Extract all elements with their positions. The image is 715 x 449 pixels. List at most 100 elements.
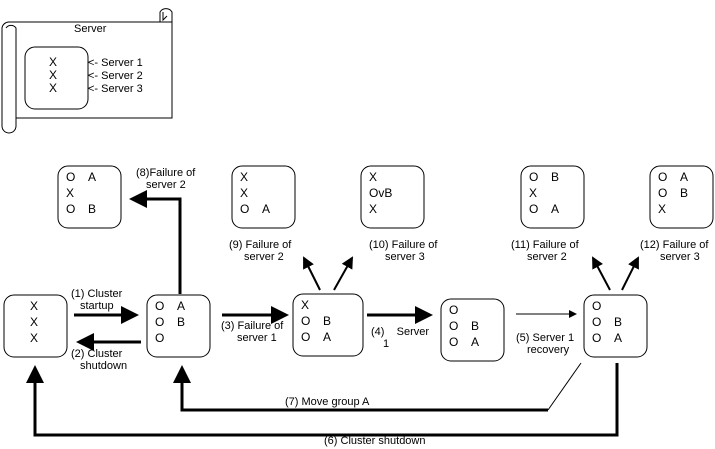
label-t8-line2: server 2 (146, 179, 186, 191)
server-status: O (592, 331, 601, 345)
server-status: O (592, 315, 601, 329)
state-box-frame (3, 294, 68, 358)
server-status: X (30, 299, 38, 313)
state-box-frame (583, 294, 648, 358)
state-box-s10: X OvB X (360, 165, 425, 229)
arrow-failure-server-3-s10 (333, 256, 353, 291)
state-box-frame (231, 165, 296, 229)
group-label: B (614, 315, 622, 329)
legend-symbol: X (49, 81, 57, 95)
label-t5-line2: recovery (527, 344, 570, 356)
transition-labels: (1) Cluster startup (2) Cluster shutdown… (71, 167, 709, 447)
legend-symbol: X (49, 68, 57, 82)
server-status: O (658, 170, 667, 184)
server-status: O (66, 202, 75, 216)
arrow-failure-server-2-s9 (303, 256, 321, 291)
arrow-failure-server-2-s11 (592, 256, 611, 291)
server-status: O (301, 314, 310, 328)
label-t8-line1: (8)Failure of (136, 167, 196, 179)
scroll-curl-right (160, 12, 172, 23)
server-status: O (301, 330, 310, 344)
server-status: O (155, 299, 164, 313)
group-label: B (88, 202, 96, 216)
state-box-frame (292, 293, 364, 357)
server-status: O (658, 186, 667, 200)
label-t3-line2: server 1 (237, 332, 277, 344)
state-box-frame (649, 165, 714, 229)
group-label: B (680, 186, 688, 200)
server-status: O (592, 299, 601, 313)
group-label: A (323, 330, 331, 344)
legend-scroll: Server X X X <- Server 1 <- Server 2 <- … (1, 8, 173, 134)
state-box-frame (57, 165, 122, 229)
server-status: O (529, 202, 538, 216)
server-status: O (529, 170, 538, 184)
group-label: A (471, 335, 479, 349)
group-label: A (262, 202, 270, 216)
label-t2-line2: shutdown (80, 360, 127, 372)
state-box-s0: XXX (3, 294, 68, 358)
label-t4-line2: 1 (383, 338, 389, 350)
label-t11-line1: (11) Failure of (511, 239, 580, 251)
server-status: O (240, 202, 249, 216)
arrow-move-group-a-diagonal (547, 362, 582, 411)
server-status: X (301, 298, 309, 312)
state-box-frame (360, 165, 425, 229)
label-t1-line2: startup (80, 300, 114, 312)
group-label: B (551, 170, 559, 184)
scroll-curl-left (5, 24, 17, 118)
legend-label-server-1: <- Server 1 (88, 57, 143, 69)
label-t1-line1: (1) Cluster (71, 288, 123, 300)
server-status: X (658, 202, 666, 216)
server-status: O (449, 319, 458, 333)
state-box-frame (520, 165, 585, 229)
server-status: X (529, 186, 537, 200)
server-status: O (155, 331, 164, 345)
group-label: A (680, 170, 688, 184)
server-status: OvB (369, 186, 392, 200)
server-status: X (240, 170, 248, 184)
state-box-frame (440, 298, 505, 362)
label-t10-line2: server 3 (385, 251, 425, 263)
label-t12-line1: (12) Failure of (640, 239, 709, 251)
group-label: B (177, 315, 185, 329)
server-status: X (369, 202, 377, 216)
server-status: O (66, 170, 75, 184)
server-status: X (66, 186, 74, 200)
label-t9-line2: server 2 (244, 251, 284, 263)
group-label: B (471, 319, 479, 333)
legend-title: Server (74, 23, 107, 35)
label-t3-line1: (3) Failure of (221, 320, 284, 332)
server-status: X (30, 331, 38, 345)
server-status: O (449, 335, 458, 349)
arrow-failure-server-2-s8 (129, 190, 182, 294)
group-label: A (614, 331, 622, 345)
label-t5-line1: (5) Server 1 (516, 332, 574, 344)
legend-symbol: X (49, 55, 57, 69)
server-status: X (30, 315, 38, 329)
label-t10-line1: (10) Failure of (369, 239, 438, 251)
arrow-failure-server-3-s12 (621, 256, 639, 291)
legend-label-server-2: <- Server 2 (88, 70, 143, 82)
label-t9-line1: (9) Failure of (229, 239, 292, 251)
server-status: X (369, 170, 377, 184)
arrow-move-group-a (173, 365, 548, 412)
label-t7: (7) Move group A (285, 396, 370, 408)
server-status: X (240, 186, 248, 200)
label-t11-line2: server 2 (527, 251, 567, 263)
arrows (26, 190, 639, 437)
label-t2-line1: (2) Cluster (71, 348, 123, 360)
group-label: A (551, 202, 559, 216)
label-t4-line1: (4) Server (371, 326, 429, 338)
label-t6: (6) Cluster shutdown (324, 435, 426, 447)
